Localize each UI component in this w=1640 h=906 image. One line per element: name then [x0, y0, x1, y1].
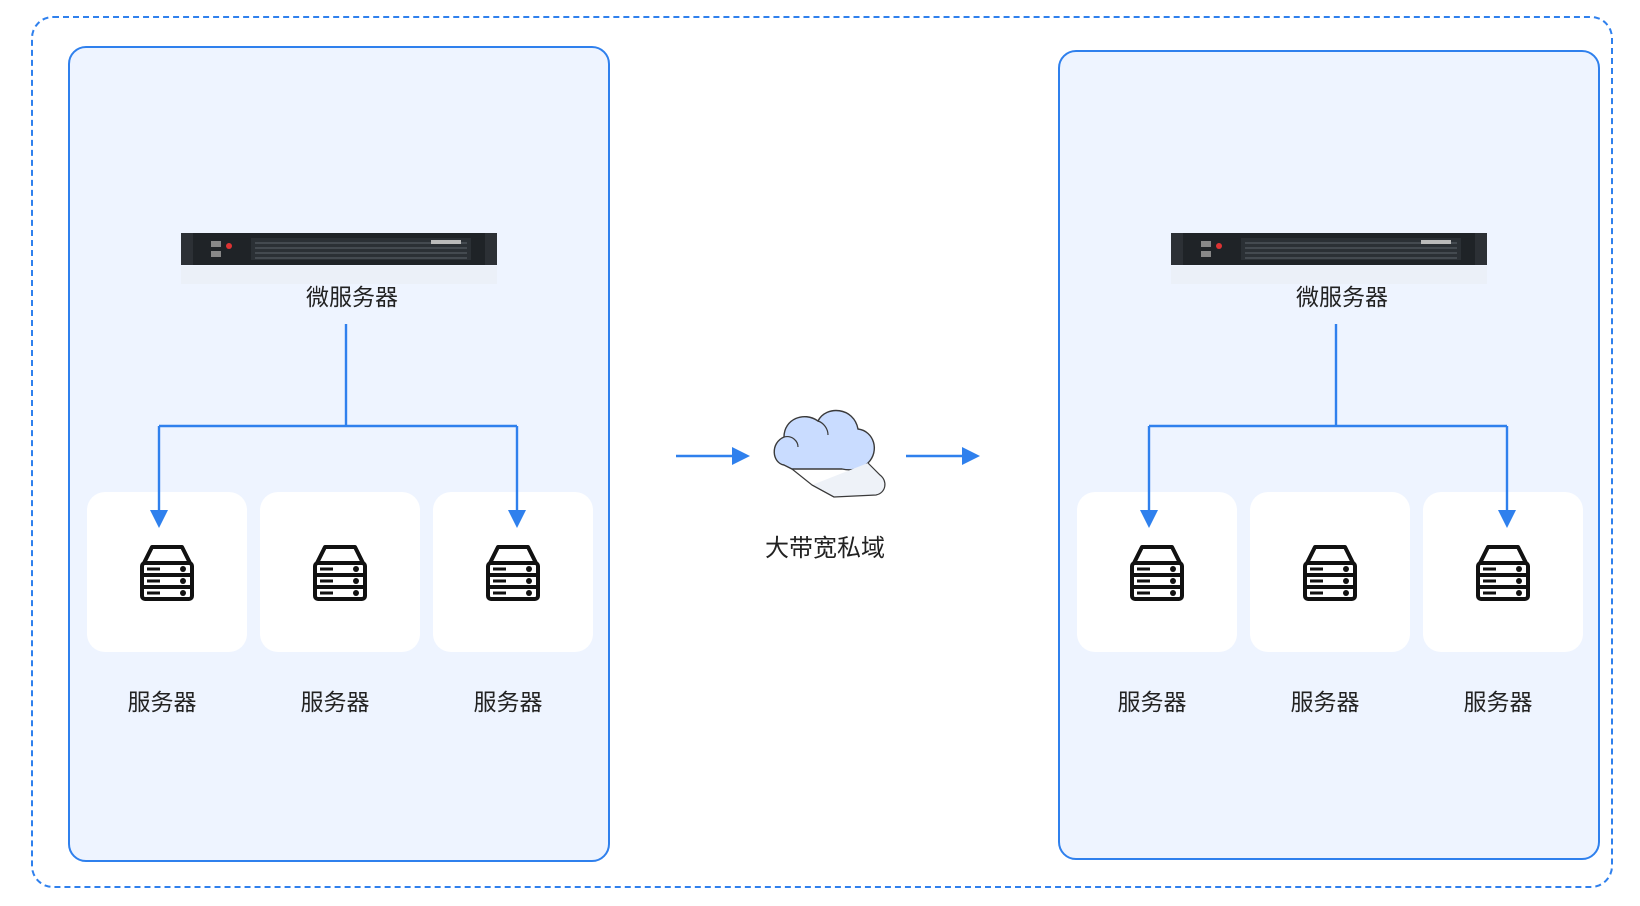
- left-server-card-2: [260, 492, 420, 652]
- right-branch-connector: [1147, 324, 1509, 510]
- server-icon: [486, 545, 540, 601]
- arrowhead-right: [732, 447, 750, 465]
- server-icon: [1130, 545, 1184, 601]
- arrowhead-down: [508, 510, 526, 528]
- server-icon: [140, 545, 194, 601]
- right-server-card-2: [1250, 492, 1410, 652]
- right-server-card-1: [1077, 492, 1237, 652]
- arrowhead-down: [1140, 510, 1158, 528]
- micro-server-image: [181, 224, 497, 284]
- left-server-label-2: 服务器: [300, 690, 370, 716]
- left-server-label-1: 服务器: [127, 690, 197, 716]
- cloud-label: 大带宽私域: [765, 534, 885, 562]
- server-icon: [313, 545, 367, 601]
- cloud-icon: [773, 409, 886, 498]
- server-icon: [1303, 545, 1357, 601]
- right-micro-server-label: 微服务器: [1296, 285, 1388, 311]
- right-server-label-3: 服务器: [1463, 690, 1533, 716]
- left-server-card-1: [87, 492, 247, 652]
- left-branch-connector: [157, 324, 519, 510]
- right-server-label-2: 服务器: [1290, 690, 1360, 716]
- left-server-label-3: 服务器: [473, 690, 543, 716]
- micro-server-image: [1171, 224, 1487, 284]
- arrowhead-down: [1498, 510, 1516, 528]
- right-server-label-1: 服务器: [1117, 690, 1187, 716]
- outer-boundary: [31, 16, 1613, 888]
- arrowhead-right: [962, 447, 980, 465]
- left-micro-server-label: 微服务器: [306, 285, 398, 311]
- server-icon: [1476, 545, 1530, 601]
- arrowhead-down: [150, 510, 168, 528]
